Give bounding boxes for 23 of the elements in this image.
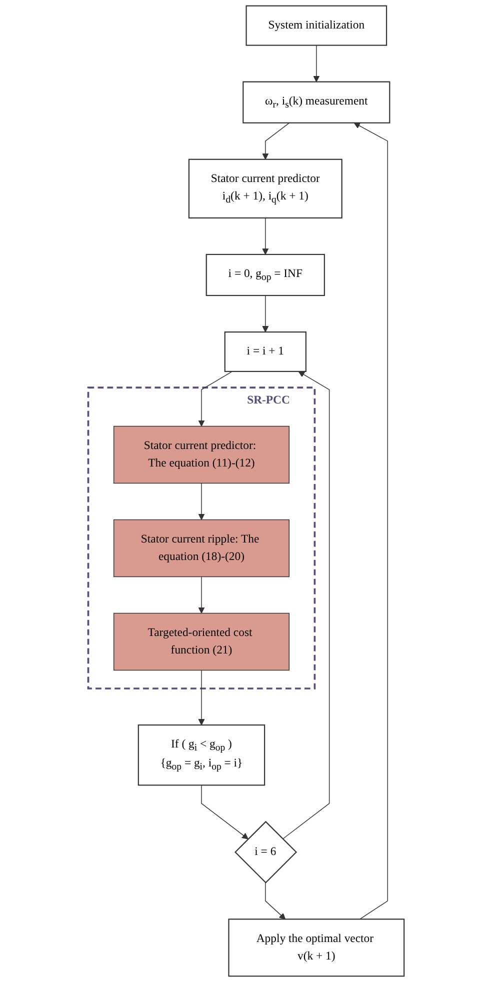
node-box: If ( g$_{i}$ < g$_{op}$ ) {g$_{op}$ = g$_{i}$, i$_{op}$ = i}: [138, 724, 266, 786]
arrow: [314, 44, 320, 82]
node-box: Stator current predictor i$_{d}$(k + 1), i$_{q}$(k + 1): [188, 158, 343, 218]
arrow: [201, 784, 249, 840]
arrow: [354, 122, 388, 920]
node-box: Apply the optimal vector v(k + 1): [228, 918, 405, 977]
node-box: Stator current ripple: The equation (18)-(20): [114, 519, 290, 578]
arrow: [282, 371, 330, 840]
node-box: Targeted-oriented cost function (21): [114, 612, 290, 671]
node-diamond: i = 6: [234, 820, 298, 884]
arrow: [262, 218, 269, 255]
arrow: [198, 576, 206, 614]
node-box: Stator current predictor: The equation (11)-(12): [114, 426, 290, 484]
arrow: [198, 670, 206, 726]
arrow: [262, 295, 269, 332]
node-box: i = i + 1: [224, 331, 307, 372]
arrow: [198, 482, 206, 520]
node-box: ω$_{r}$, i$_{s}$(k) measurement: [242, 81, 391, 124]
node-box: System initialization: [246, 5, 388, 46]
arrow: [198, 371, 233, 427]
node-box: i = 0, g$_{op}$ = INF: [206, 254, 326, 296]
arrow: [262, 122, 290, 160]
arrow: [265, 882, 286, 920]
